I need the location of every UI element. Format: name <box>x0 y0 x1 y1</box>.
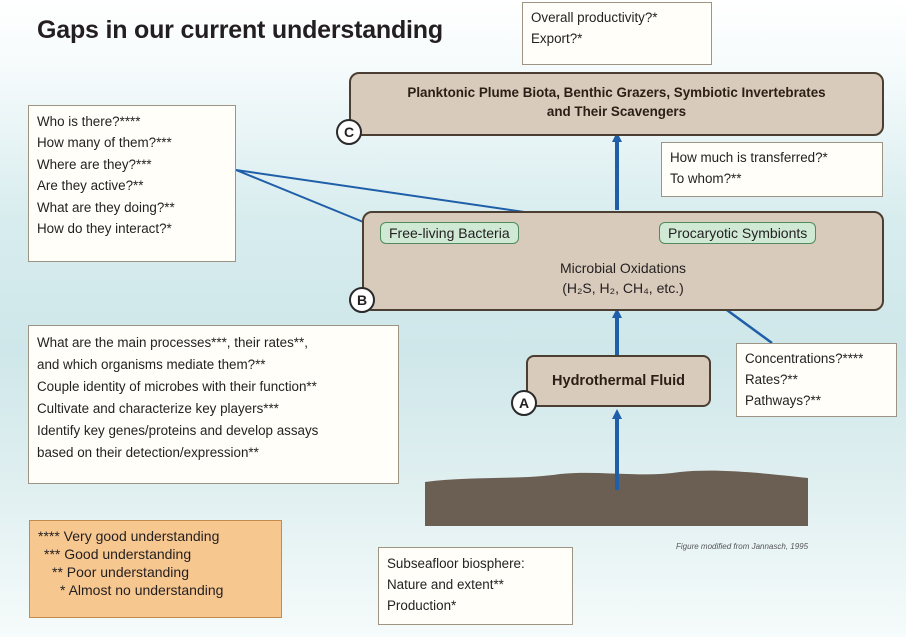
legend-entry: *** Good understanding <box>44 546 192 562</box>
procaryotic-symbionts-chip: Procaryotic Symbionts <box>659 222 817 244</box>
question-line: based on their detection/expression** <box>37 445 259 460</box>
question-line: Concentrations?**** <box>745 351 864 366</box>
question-line: Nature and extent** <box>387 577 504 592</box>
question-line: What are they doing?** <box>37 199 175 215</box>
concentration-questions-box: Concentrations?**** Rates?** Pathways?** <box>736 343 897 417</box>
understanding-legend: **** Very good understanding *** Good un… <box>29 520 282 618</box>
question-line: Production* <box>387 598 457 613</box>
question-line: Subseafloor biosphere: <box>387 556 525 571</box>
legend-entry: ** Poor understanding <box>52 564 189 580</box>
free-living-bacteria-chip: Free-living Bacteria <box>380 222 519 244</box>
legend-entry: * Almost no understanding <box>60 582 224 598</box>
question-line: What are the main processes***, their ra… <box>37 335 308 350</box>
question-line: Overall productivity?* <box>531 10 658 25</box>
question-line: and which organisms mediate them?** <box>37 357 266 372</box>
question-line: Pathways?** <box>745 393 821 408</box>
plume-biota-line: Planktonic Plume Biota, Benthic Grazers,… <box>407 85 826 100</box>
seafloor <box>425 470 808 526</box>
question-line: Are they active?** <box>37 178 144 194</box>
marker-c: C <box>336 119 362 145</box>
process-questions-box: What are the main processes***, their ra… <box>28 325 399 484</box>
question-line: How do they interact?* <box>37 221 172 237</box>
who-questions-box: Who is there?**** How many of them?*** W… <box>28 105 236 262</box>
question-line: Who is there?**** <box>37 114 141 129</box>
hydrothermal-fluid-label: Hydrothermal Fluid <box>552 373 685 389</box>
plume-biota-box: Planktonic Plume Biota, Benthic Grazers,… <box>349 72 884 136</box>
arrow-who-to-bacteria <box>235 169 380 230</box>
question-line: Rates?** <box>745 372 798 387</box>
legend-entry: **** Very good understanding <box>38 528 220 544</box>
question-line: How many of them?*** <box>37 135 172 151</box>
question-line: To whom?** <box>670 170 742 186</box>
microbial-oxidations-box: Free-living Bacteria Procaryotic Symbion… <box>362 211 884 311</box>
question-line: Where are they?*** <box>37 156 152 172</box>
plume-biota-line: and Their Scavengers <box>546 104 687 119</box>
question-line: How much is transferred?* <box>670 150 828 165</box>
transfer-questions-box: How much is transferred?* To whom?** <box>661 142 883 197</box>
figure-credit: Figure modified from Jannasch, 1995 <box>676 542 809 551</box>
subseafloor-questions-box: Subseafloor biosphere: Nature and extent… <box>378 547 573 625</box>
marker-b: B <box>349 287 375 313</box>
question-line: Export?* <box>531 30 583 46</box>
page-title: Gaps in our current understanding <box>37 16 443 44</box>
question-line: Couple identity of microbes with their f… <box>37 379 317 394</box>
question-line: Identify key genes/proteins and develop … <box>37 423 319 438</box>
hydrothermal-fluid-box: Hydrothermal Fluid <box>526 355 711 407</box>
microbial-oxidations-label: Microbial Oxidations <box>559 260 687 276</box>
chemical-formula: (H₂S, H₂, CH₄, etc.) <box>562 280 684 296</box>
marker-a: A <box>511 390 537 416</box>
question-line: Cultivate and characterize key players**… <box>37 401 279 416</box>
productivity-questions-box: Overall productivity?* Export?* <box>522 2 712 65</box>
